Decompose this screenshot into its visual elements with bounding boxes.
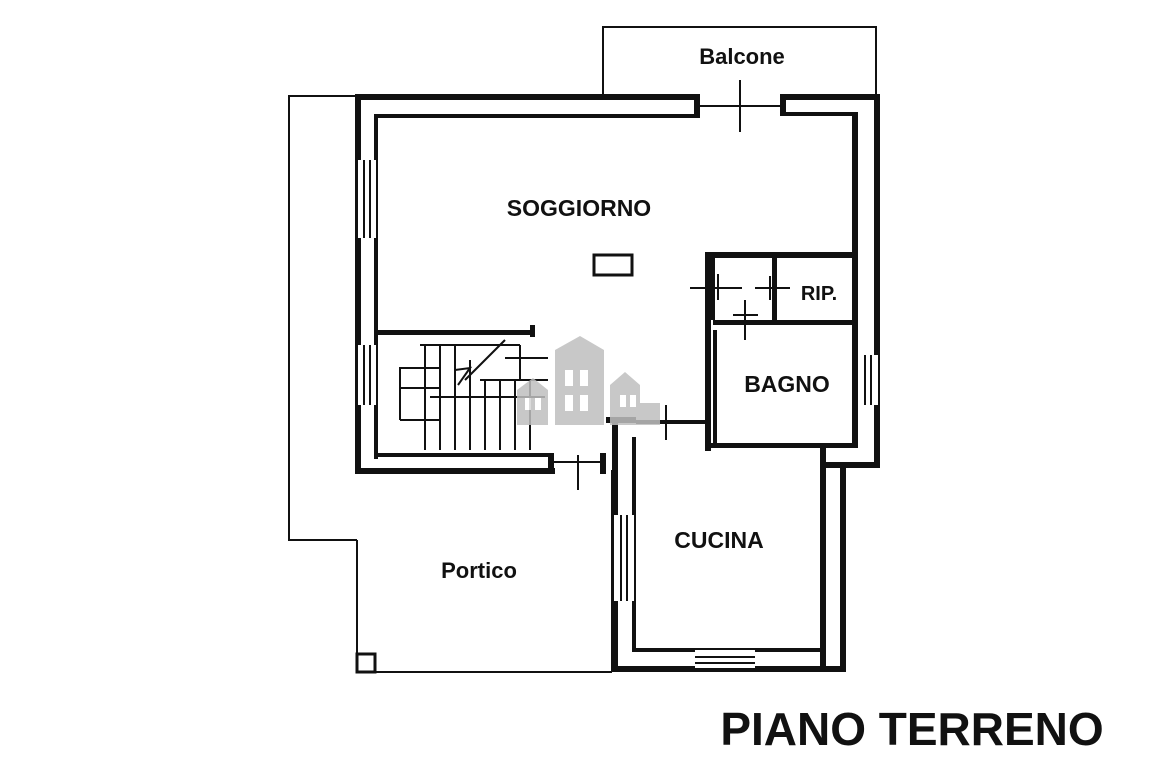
floor-title: PIANO TERRENO [720, 703, 1103, 755]
house-watermark-icon [517, 336, 660, 425]
exterior-walls [355, 94, 880, 672]
pillar [355, 652, 377, 674]
room-label-balcone: Balcone [699, 44, 785, 69]
room-label-ripostiglio: RIP. [801, 283, 837, 305]
balcone-outline [602, 26, 877, 95]
door-marks [648, 80, 790, 440]
room-label-bagno: BAGNO [744, 371, 830, 397]
fireplace [592, 253, 634, 277]
room-label-portico: Portico [441, 558, 517, 583]
room-label-soggiorno: SOGGIORNO [507, 195, 651, 221]
room-label-cucina: CUCINA [674, 527, 763, 553]
